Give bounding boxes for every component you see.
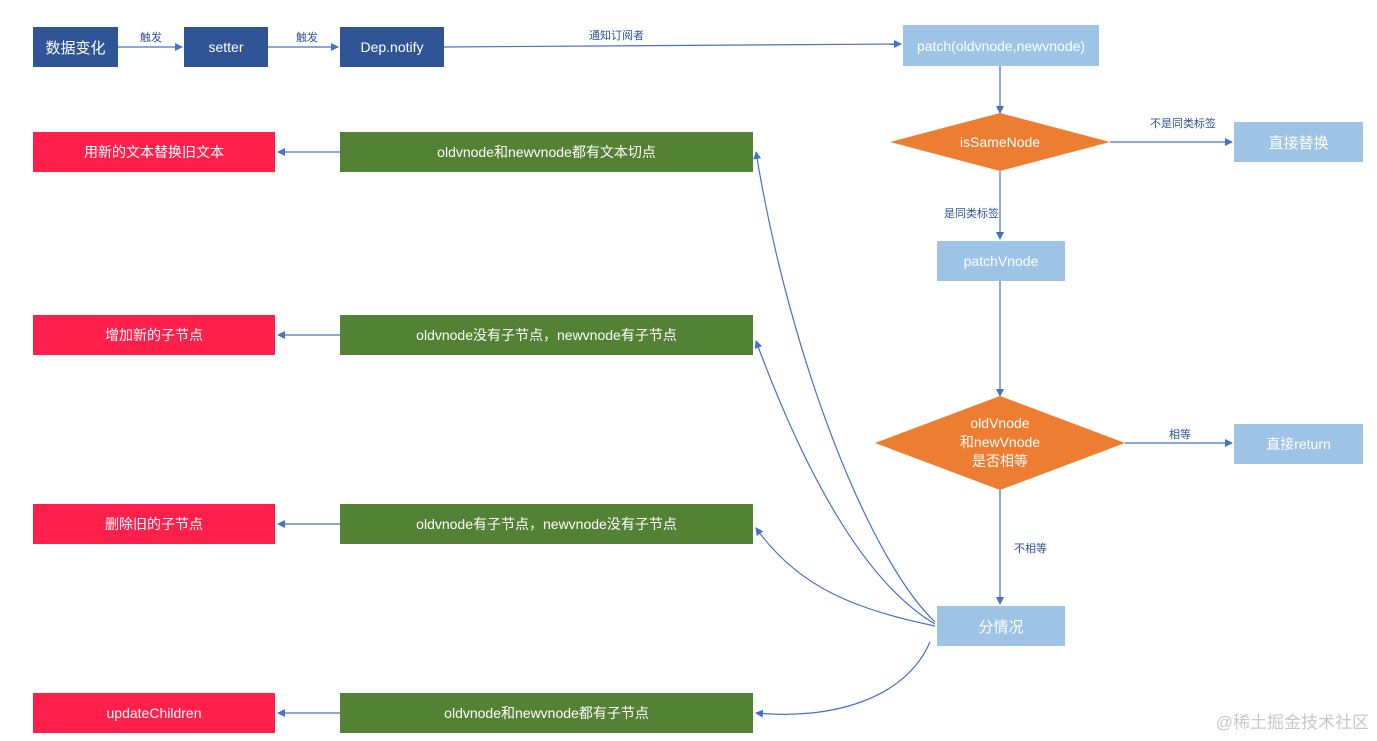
arrow-cases-to-condition1	[753, 151, 936, 623]
equal-decision-shape	[875, 396, 1125, 490]
condition-node-1: oldvnode和newvnode都有文本切点	[340, 132, 753, 172]
setter-node: setter	[184, 27, 268, 67]
equal-label: 相等	[1169, 429, 1191, 441]
return-directly-node: 直接return	[1234, 424, 1363, 464]
dep-notify-node: Dep.notify	[340, 27, 444, 67]
not-same-tag-label: 不是同类标签	[1150, 118, 1216, 130]
equal-decision-label: oldVnode 和newVnode 是否相等	[920, 414, 1080, 471]
cases-node: 分情况	[937, 606, 1065, 646]
equal-decision-line-3: 是否相等	[972, 453, 1028, 469]
equal-decision-line-1: oldVnode	[970, 415, 1030, 431]
condition-node-2: oldvnode没有子节点，newvnode有子节点	[340, 315, 753, 355]
patch-vnode-node: patchVnode	[937, 241, 1065, 281]
condition-node-4: oldvnode和newvnode都有子节点	[340, 693, 753, 733]
action-node-4: updateChildren	[33, 693, 275, 733]
action-node-2: 增加新的子节点	[33, 315, 275, 355]
patch-node: patch(oldvnode,newvnode)	[903, 25, 1099, 66]
condition-node-3: oldvnode有子节点，newvnode没有子节点	[340, 504, 753, 544]
notify-subscribers-label: 通知订阅者	[589, 30, 644, 42]
action-node-3: 删除旧的子节点	[33, 504, 275, 544]
arrow-cases-to-condition2	[754, 340, 936, 625]
arrow-depnotify-to-patch	[443, 40, 902, 49]
equal-decision-line-2: 和newVnode	[959, 434, 1041, 450]
arrow-cases-to-condition3	[755, 527, 936, 627]
issamenode-label: isSameNode	[959, 134, 1041, 150]
trigger-label-2: 触发	[296, 32, 318, 44]
issamenode-decision-shape	[890, 113, 1110, 171]
not-equal-label: 不相等	[1014, 543, 1047, 555]
action-node-1: 用新的文本替换旧文本	[33, 132, 275, 172]
arrow-cases-to-condition4	[755, 641, 931, 718]
watermark: @稀土掘金技术社区	[1215, 713, 1369, 732]
same-tag-label: 是同类标签	[944, 208, 999, 220]
replace-directly-node: 直接替换	[1234, 122, 1363, 162]
data-change-node: 数据变化	[33, 27, 118, 67]
trigger-label-1: 触发	[140, 32, 162, 44]
